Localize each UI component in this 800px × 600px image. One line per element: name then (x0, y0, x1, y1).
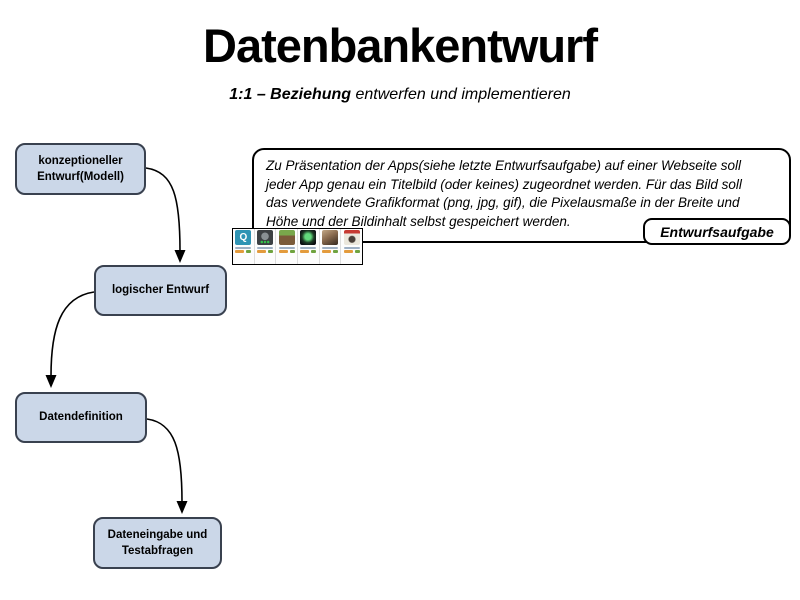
star-rating-icon (235, 250, 245, 253)
arrow-node1-node2 (145, 167, 181, 252)
price-badge (246, 250, 252, 253)
quizduell-app-icon: Q (235, 230, 252, 245)
arrow-node3-node4 (146, 418, 183, 503)
arrowhead-2 (45, 375, 57, 388)
arrowhead-3 (176, 501, 188, 514)
app-title-text (300, 246, 317, 249)
app-store-screenshot: Q (232, 228, 363, 265)
subtitle-emphasis: 1:1 – Beziehung (229, 86, 352, 103)
price-badge (333, 250, 339, 253)
app-title-text (343, 246, 360, 249)
app-tile: Q (233, 229, 255, 264)
green-emblem-app-icon (300, 230, 317, 245)
flow-node-datendefinition: Datendefinition (15, 392, 147, 443)
red-character-app-icon (343, 230, 360, 245)
app-rating-row (278, 250, 295, 253)
flow-node-label: Datendefinition (39, 411, 123, 424)
app-tile (276, 229, 299, 264)
warrior-game-app-icon (322, 230, 339, 245)
dark-clock-app-icon (257, 230, 273, 245)
task-label-badge: Entwurfsaufgabe (643, 218, 791, 245)
task-line: Zu Präsentation der Apps(siehe letzte En… (266, 158, 742, 173)
app-tile (254, 229, 277, 264)
star-rating-icon (322, 250, 332, 253)
flow-node-label: Testabfragen (121, 545, 194, 557)
app-tile (298, 229, 320, 264)
app-title-text (322, 246, 339, 249)
star-rating-icon (278, 250, 288, 253)
app-tile (319, 229, 342, 264)
minecraft-app-icon (278, 230, 295, 245)
flow-node-label: konzeptioneller (38, 154, 123, 167)
price-badge (354, 250, 360, 253)
task-line: jeder App genau ein Titelbild (oder kein… (266, 176, 742, 192)
task-line: Höhe und der Bildinhalt selbst gespeiche… (266, 213, 571, 229)
app-rating-row (343, 250, 360, 253)
app-rating-row (235, 250, 252, 253)
flow-node-dateneingabe: Dateneingabe und Testabfragen (93, 517, 222, 569)
flow-node-konzeptioneller-entwurf: konzeptioneller Entwurf(Modell) (15, 143, 146, 195)
star-rating-icon (300, 250, 310, 253)
app-title-text (257, 246, 273, 249)
flow-node-logischer-entwurf: logischer Entwurf (94, 265, 227, 316)
arrowhead-1 (174, 250, 186, 263)
price-badge (289, 250, 295, 253)
page-subtitle: 1:1 – Beziehung entwerfen und implementi… (0, 86, 800, 104)
star-rating-icon (257, 250, 266, 253)
flow-node-label: Entwurf(Modell) (37, 171, 124, 183)
price-badge (311, 250, 317, 253)
arrow-node2-node3 (50, 291, 95, 377)
app-rating-row (300, 250, 317, 253)
app-title-text (278, 246, 295, 249)
app-rating-row (257, 250, 273, 253)
task-description-text: Zu Präsentation der Apps(siehe letzte En… (254, 150, 789, 231)
flow-node-label: logischer Entwurf (111, 284, 210, 297)
subtitle-rest: entwerfen und implementieren (351, 86, 571, 103)
star-rating-icon (343, 250, 353, 253)
app-rating-row (322, 250, 339, 253)
task-label-text: Entwurfsaufgabe (660, 223, 774, 240)
price-badge (268, 250, 273, 253)
task-line: das verwendete Grafikformat (png, jpg, g… (266, 195, 740, 210)
app-tile (341, 229, 363, 264)
page-title: Datenbankentwurf (203, 19, 598, 72)
flow-node-label: Dateneingabe und (107, 528, 208, 541)
app-title-text (235, 246, 252, 249)
